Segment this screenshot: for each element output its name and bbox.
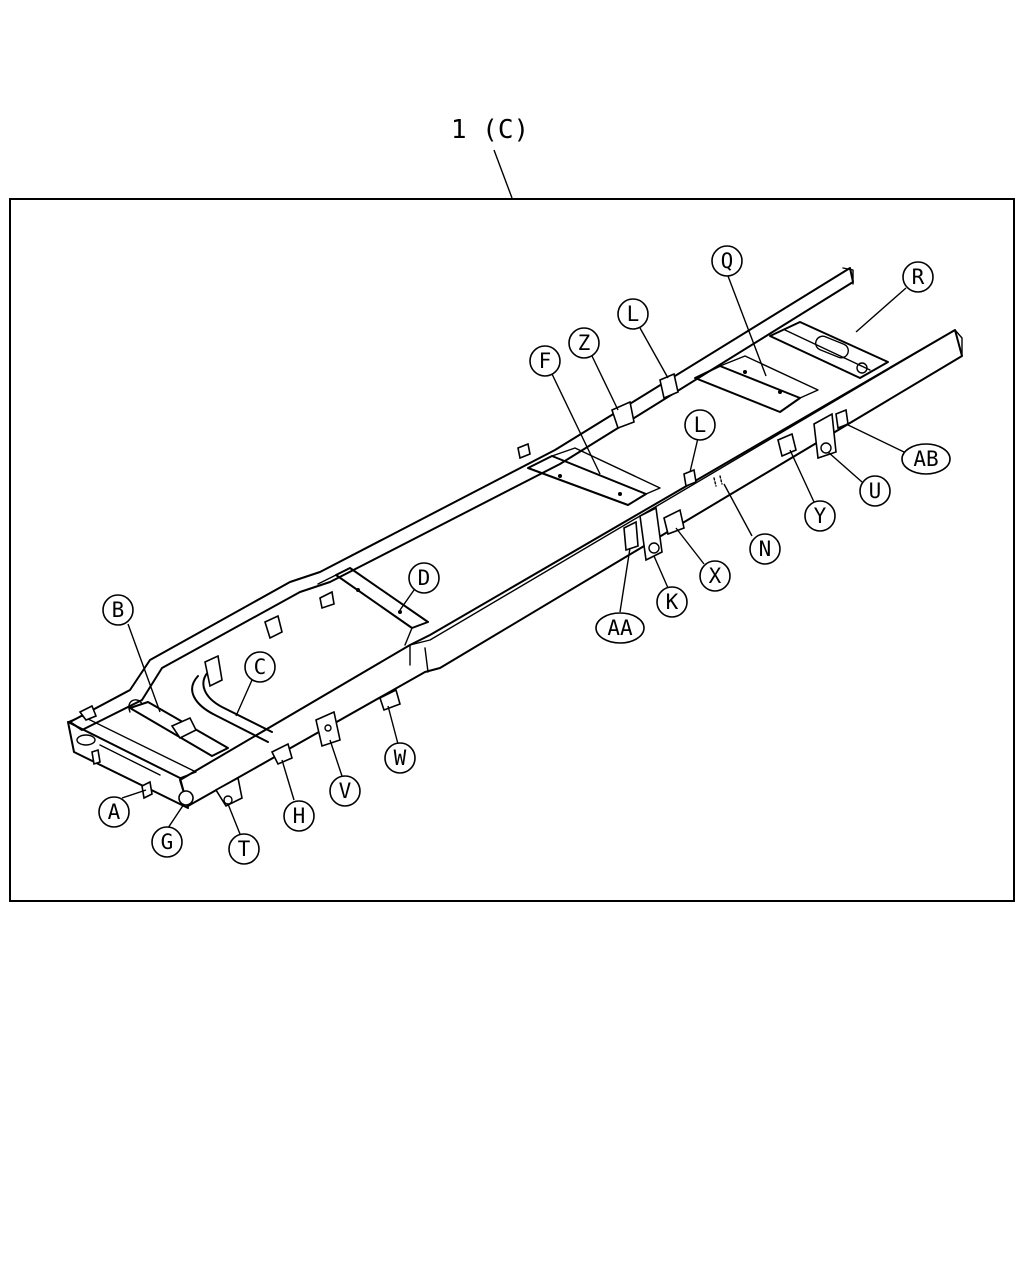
- callout-r: R: [902, 261, 934, 293]
- front-crossmember: [67, 721, 189, 809]
- callout-b: B: [102, 594, 134, 626]
- callout-k: K: [656, 586, 688, 618]
- callout-n: N: [749, 533, 781, 565]
- svg-text:W: W: [394, 746, 407, 770]
- crossmember-f: [527, 455, 647, 506]
- svg-text:L: L: [627, 302, 640, 326]
- chassis-frame: [67, 267, 963, 809]
- svg-text:D: D: [418, 566, 431, 590]
- assembly-leader: [493, 149, 513, 199]
- callout-l-lower: L: [684, 409, 716, 441]
- part-g: [178, 790, 194, 806]
- part-aa: [623, 520, 639, 552]
- callout-t: T: [228, 833, 260, 865]
- svg-text:A: A: [108, 800, 121, 824]
- part-l1: [659, 372, 679, 400]
- crossmember-q: [694, 365, 801, 413]
- svg-text:AB: AB: [913, 447, 938, 471]
- svg-text:R: R: [912, 265, 925, 289]
- leader-lines: [121, 275, 907, 835]
- callout-u: U: [859, 475, 891, 507]
- part-ab: [835, 408, 849, 430]
- assembly-label: 1 (C): [451, 115, 529, 145]
- svg-text:G: G: [161, 830, 174, 854]
- svg-text:N: N: [759, 537, 772, 561]
- crossmember-d: [335, 567, 429, 629]
- crossmember-c: [191, 671, 273, 743]
- svg-text:K: K: [666, 590, 679, 614]
- svg-text:H: H: [293, 804, 306, 828]
- callout-q: Q: [711, 245, 743, 277]
- crossmember-r: [769, 321, 889, 379]
- part-x: [663, 508, 685, 536]
- callout-x: X: [699, 560, 731, 592]
- svg-text:T: T: [238, 837, 251, 861]
- svg-text:X: X: [709, 564, 722, 588]
- right-rail: [179, 329, 963, 807]
- callout-a: A: [98, 796, 130, 828]
- svg-text:B: B: [112, 598, 125, 622]
- callout-h: H: [283, 800, 315, 832]
- callout-v: V: [329, 775, 361, 807]
- left-rail: [69, 267, 854, 731]
- part-a: [141, 780, 153, 800]
- callout-l-upper: L: [617, 298, 649, 330]
- part-b: [170, 716, 198, 740]
- part-v: [315, 710, 341, 748]
- callout-ab: AB: [901, 443, 951, 475]
- callout-f: F: [529, 345, 561, 377]
- part-u: [813, 412, 837, 460]
- callout-w: W: [384, 742, 416, 774]
- callout-z: Z: [568, 327, 600, 359]
- part-y: [777, 432, 797, 458]
- svg-text:C: C: [254, 655, 267, 679]
- svg-text:V: V: [339, 779, 352, 803]
- svg-text:U: U: [869, 479, 882, 503]
- svg-text:F: F: [539, 349, 552, 373]
- callout-g: G: [151, 826, 183, 858]
- svg-text:Q: Q: [721, 249, 734, 273]
- svg-text:AA: AA: [607, 616, 633, 640]
- svg-text:L: L: [694, 413, 707, 437]
- callout-y: Y: [804, 500, 836, 532]
- svg-text:Y: Y: [814, 504, 827, 528]
- part-t: [214, 776, 243, 808]
- callout-bubbles: A B C D F G H K: [98, 245, 951, 865]
- brackets: [78, 372, 849, 808]
- callout-d: D: [408, 562, 440, 594]
- callout-c: C: [244, 651, 276, 683]
- callout-aa: AA: [595, 612, 645, 644]
- part-n: [713, 475, 723, 487]
- part-h: [270, 742, 293, 766]
- svg-text:Z: Z: [578, 331, 591, 355]
- diagram-border: [9, 198, 1015, 902]
- part-w: [379, 688, 401, 712]
- part-k: [639, 506, 663, 562]
